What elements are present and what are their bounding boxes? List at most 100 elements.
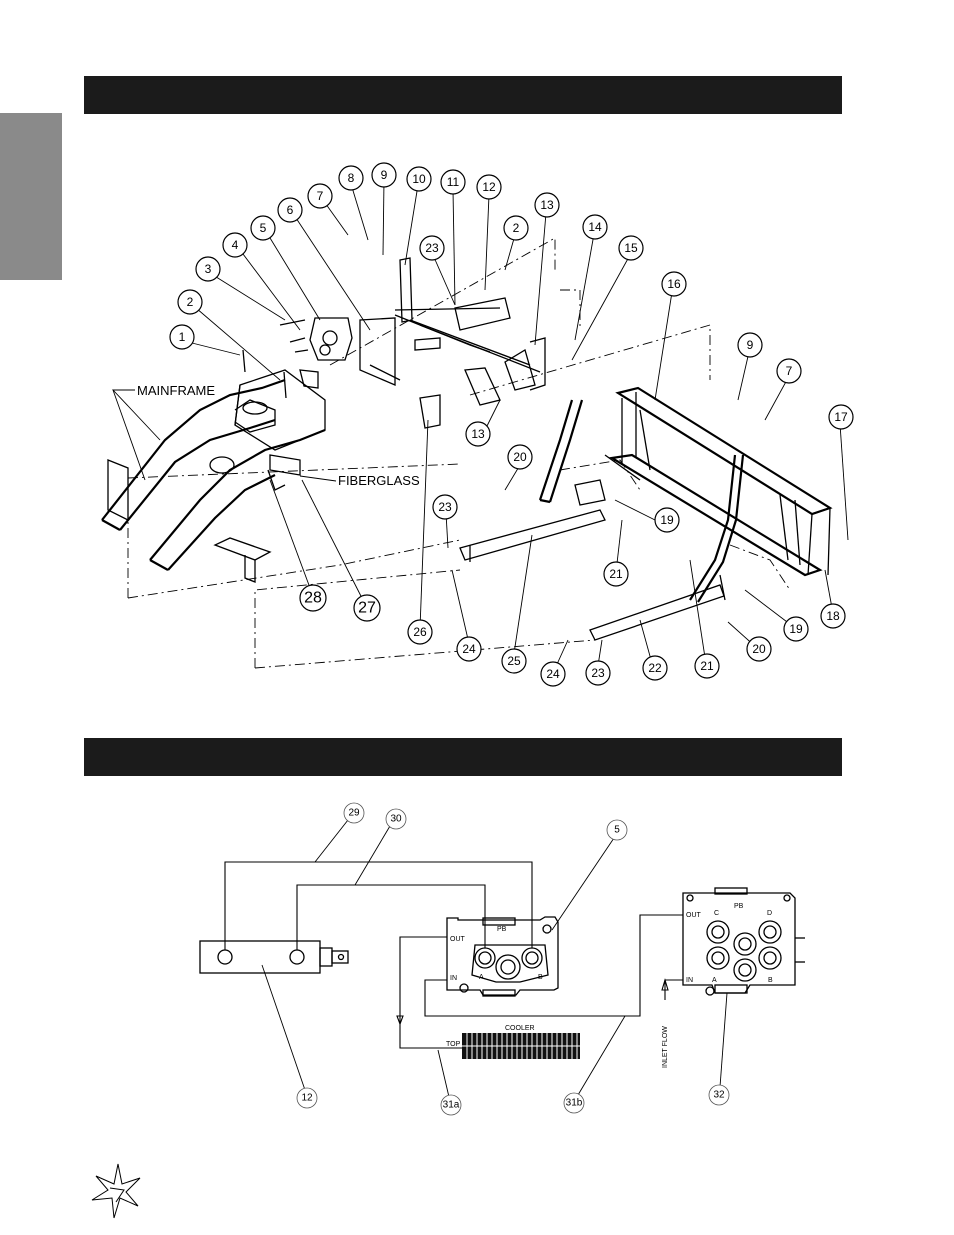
svg-text:14: 14: [588, 220, 602, 234]
callout: 30: [385, 808, 407, 830]
svg-text:23: 23: [438, 500, 452, 514]
callout: 31b: [563, 1092, 585, 1114]
callout: 16: [661, 271, 687, 297]
callout: 26: [407, 619, 433, 645]
callout: 28: [299, 584, 327, 612]
svg-text:13: 13: [471, 427, 485, 441]
svg-text:7: 7: [317, 189, 324, 203]
svg-text:25: 25: [507, 654, 521, 668]
callout: 19: [654, 507, 680, 533]
valve5-pb-label: PB: [497, 926, 507, 933]
svg-text:19: 19: [660, 513, 674, 527]
callout: 21: [603, 561, 629, 587]
callout: 24: [456, 636, 482, 662]
callout: 23: [419, 235, 445, 261]
svg-text:20: 20: [752, 642, 766, 656]
callout-leaders: [187, 179, 849, 674]
callout: 7: [307, 183, 333, 209]
callout: 10: [406, 166, 432, 192]
valve32-port-d: D: [767, 910, 772, 917]
svg-text:24: 24: [546, 667, 560, 681]
svg-text:17: 17: [834, 410, 848, 424]
callout: 5: [606, 819, 628, 841]
svg-text:12: 12: [482, 180, 496, 194]
callout: 25: [501, 648, 527, 674]
callout: 12: [476, 174, 502, 200]
callout: 29: [343, 802, 365, 824]
callout: 2: [177, 289, 203, 315]
callout: 21: [694, 653, 720, 679]
callouts-hydraulic: 29 30 5 12 31a 31b 32: [296, 802, 730, 1116]
callout: 13: [465, 421, 491, 447]
callout: 4: [222, 232, 248, 258]
callout: 7: [776, 358, 802, 384]
svg-text:22: 22: [648, 661, 662, 675]
callout: 2: [503, 215, 529, 241]
callout: 17: [828, 404, 854, 430]
svg-text:32: 32: [713, 1090, 725, 1101]
svg-text:24: 24: [462, 642, 476, 656]
inlet-flow-label: INLET FLOW: [662, 1026, 669, 1068]
callout: 20: [507, 444, 533, 470]
svg-text:16: 16: [667, 277, 681, 291]
valve32-pb-label: PB: [734, 903, 744, 910]
callout: 3: [195, 256, 221, 282]
svg-text:3: 3: [205, 262, 212, 276]
svg-text:1: 1: [179, 330, 186, 344]
fiberglass-label: FIBERGLASS: [338, 473, 420, 488]
svg-text:7: 7: [786, 364, 793, 378]
svg-text:31b: 31b: [566, 1098, 583, 1109]
lift-linkage: [459, 399, 745, 641]
svg-text:12: 12: [301, 1093, 313, 1104]
callout: 5: [250, 215, 276, 241]
svg-text:31a: 31a: [443, 1100, 460, 1111]
exploded-view: [101, 237, 833, 669]
hydraulic-hoses: INLET FLOW: [224, 861, 683, 1068]
svg-text:30: 30: [390, 814, 402, 825]
cooler-top-label: TOP: [446, 1041, 461, 1048]
inlet-valve: PB OUT IN C D A B: [682, 887, 805, 996]
section-header-bar-assembly: [84, 76, 842, 114]
svg-text:11: 11: [447, 175, 460, 189]
svg-text:21: 21: [609, 567, 623, 581]
svg-text:26: 26: [413, 625, 427, 639]
callout: 6: [277, 197, 303, 223]
hitch-frame: [604, 386, 833, 577]
valve5-port-a: A: [479, 974, 484, 981]
callout: 11: [440, 169, 466, 195]
callout: 23: [585, 660, 611, 686]
svg-text:10: 10: [412, 172, 426, 186]
callout: 31a: [440, 1094, 462, 1116]
valve5-port-b: B: [538, 974, 543, 981]
svg-text:29: 29: [348, 808, 360, 819]
svg-text:6: 6: [287, 203, 294, 217]
section-header-bar-hydraulic: [84, 738, 842, 776]
svg-text:9: 9: [381, 168, 388, 182]
valve5-out-label: OUT: [450, 936, 466, 943]
mainframe-label: MAINFRAME: [137, 383, 215, 398]
callout: 15: [618, 235, 644, 261]
hydraulic-schematic: PB OUT IN A B: [199, 802, 805, 1116]
valve5-in-label: IN: [450, 975, 457, 982]
svg-text:27: 27: [358, 600, 376, 617]
svg-text:28: 28: [304, 590, 322, 607]
callout: 18: [820, 603, 846, 629]
side-tab: [0, 113, 62, 280]
callouts-exploded: 1 2 3 4 5 6 7 8 9 10 11 12 13 2 14 15 16…: [169, 162, 854, 687]
valve32-in-label: IN: [686, 977, 693, 984]
svg-text:15: 15: [624, 241, 638, 255]
callout: 22: [642, 655, 668, 681]
mainframe: [101, 369, 326, 583]
callout: 19: [783, 616, 809, 642]
oil-cooler: COOLER TOP: [446, 1025, 580, 1059]
svg-text:23: 23: [425, 241, 439, 255]
svg-text:20: 20: [513, 450, 527, 464]
svg-text:13: 13: [540, 198, 554, 212]
callout: 23: [432, 494, 458, 520]
control-valve: PB OUT IN A B: [446, 916, 559, 997]
valve32-out-label: OUT: [686, 912, 702, 919]
callout: 27: [353, 594, 381, 622]
callout: 9: [371, 162, 397, 188]
callout: 24: [540, 661, 566, 687]
hydraulic-cylinder: [199, 940, 349, 974]
